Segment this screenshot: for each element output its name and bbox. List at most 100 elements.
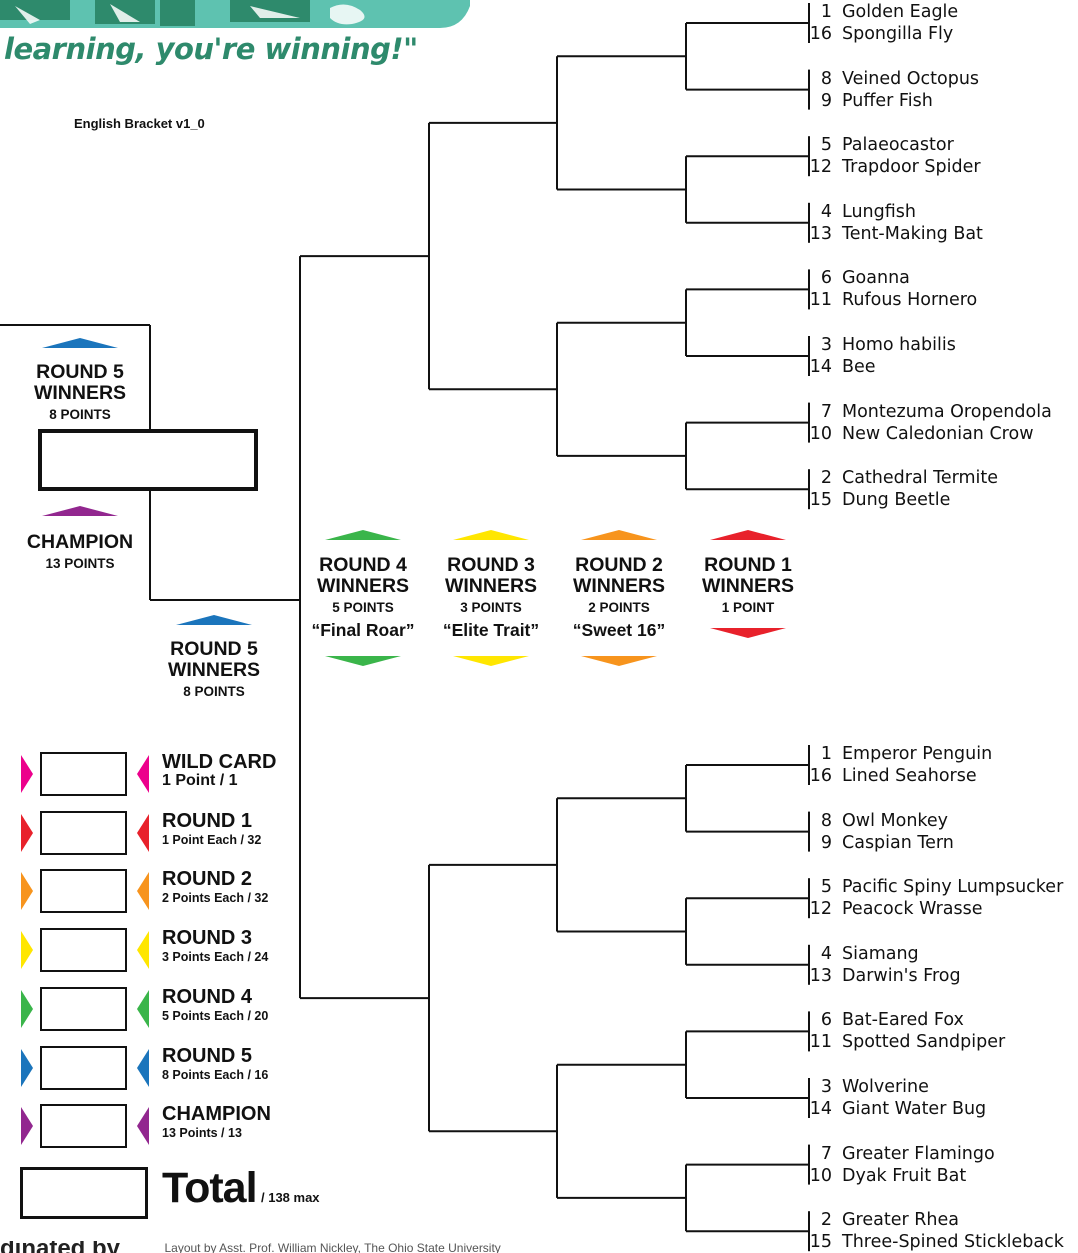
seed-number: 8 <box>820 68 832 89</box>
seed-number: 6 <box>820 1010 832 1031</box>
team-name: Giant Water Bug <box>842 1099 987 1119</box>
score-entry-box[interactable] <box>40 1045 127 1090</box>
score-marker-right-icon <box>137 1048 149 1087</box>
round4-header: ROUND 4 WINNERS 5 POINTS “Final Roar” <box>303 555 423 639</box>
score-label-points: 3 Points Each / 24 <box>162 950 269 965</box>
team-name: Golden Eagle <box>842 2 959 22</box>
total-entry-box[interactable] <box>20 1167 148 1219</box>
team-name: Homo habilis <box>842 335 956 355</box>
score-entry-box[interactable] <box>40 1104 127 1149</box>
team-name: Rufous Hornero <box>842 290 978 311</box>
team-name: Goanna <box>842 268 910 289</box>
round4-marker-top-icon <box>325 530 401 540</box>
round1-marker-top-icon <box>710 530 786 540</box>
seed-number: 3 <box>820 1077 832 1097</box>
score-entry-box[interactable] <box>40 986 127 1031</box>
score-label-title: ROUND 5 <box>162 1044 253 1067</box>
score-marker-right-icon <box>137 931 149 970</box>
score-entry-box[interactable] <box>40 752 127 796</box>
team-name: Darwin's Frog <box>842 965 961 986</box>
team-name: Veined Octopus <box>842 68 980 89</box>
team-name: Siamang <box>842 943 919 964</box>
score-label-points: 5 Points Each / 20 <box>162 1008 269 1023</box>
round3-nickname: “Elite Trait” <box>442 619 540 640</box>
score-entry-box[interactable] <box>40 928 127 973</box>
round5-top-marker-icon <box>42 338 118 348</box>
round1-points: 1 POINT <box>721 600 775 615</box>
team-name: Emperor Penguin <box>842 744 993 764</box>
round3-marker-top-icon <box>453 530 529 540</box>
score-label-points: 1 Point / 1 <box>162 772 238 789</box>
score-marker-right-icon <box>137 755 149 793</box>
round3-points: 3 POINTS <box>460 600 522 615</box>
seed-number: 15 <box>809 1232 832 1253</box>
seed-number: 13 <box>809 965 832 986</box>
round5-top-points: 8 POINTS <box>49 407 111 422</box>
score-label-points: 2 Points Each / 32 <box>162 891 269 906</box>
team-name: Lined Seahorse <box>842 766 977 786</box>
seed-number: 4 <box>820 201 832 222</box>
champion-entry-box[interactable] <box>38 429 258 491</box>
seed-number: 9 <box>820 90 832 111</box>
footer: dinated by Layout by Asst. Prof. William… <box>0 1241 501 1253</box>
total-title: Total <box>162 1164 258 1212</box>
score-marker-left-icon <box>21 1048 33 1087</box>
round4-title1: ROUND 4 <box>319 554 407 576</box>
round2-marker-top-icon <box>581 530 657 540</box>
team-name: Bat-Eared Fox <box>842 1010 964 1031</box>
score-marker-right-icon <box>137 989 149 1028</box>
score-marker-left-icon <box>21 1107 33 1146</box>
round5-bottom-header: ROUND 5 WINNERS 8 POINTS <box>154 639 274 699</box>
seed-number: 12 <box>809 899 832 920</box>
seed-number: 11 <box>809 290 832 311</box>
score-label-title: ROUND 3 <box>162 927 253 950</box>
score-entry-box[interactable] <box>40 869 127 914</box>
round2-nickname: “Sweet 16” <box>572 619 666 640</box>
seed-number: 11 <box>809 1032 832 1053</box>
logo-graphic <box>0 0 470 28</box>
team-name: Greater Flamingo <box>842 1143 995 1164</box>
round4-marker-bottom-icon <box>325 656 401 666</box>
seed-number: 4 <box>820 943 832 964</box>
score-marker-right-icon <box>137 1107 149 1146</box>
seed-entry: 1 Emperor Penguin <box>808 743 992 765</box>
seed-entry: 13 Darwin's Frog <box>808 965 961 987</box>
round1-title2: WINNERS <box>701 575 795 597</box>
seed-entry: 15 Three-Spined Stickleback <box>808 1231 1064 1253</box>
seed-number: 10 <box>809 423 832 444</box>
total-label: Total / 138 max <box>162 1164 320 1213</box>
team-name: Dyak Fruit Bat <box>842 1165 967 1186</box>
seed-number: 2 <box>820 468 832 489</box>
round1-title1: ROUND 1 <box>704 554 792 576</box>
seed-entry: 6 Bat-Eared Fox <box>808 1009 964 1031</box>
team-name: New Caledonian Crow <box>842 423 1034 444</box>
team-name: Three-Spined Stickleback <box>842 1232 1064 1253</box>
round5-top-header: ROUND 5 WINNERS 8 POINTS <box>20 362 140 422</box>
round2-header: ROUND 2 WINNERS 2 POINTS “Sweet 16” <box>559 555 679 639</box>
score-marker-right-icon <box>137 813 149 852</box>
seed-entry: 8 Veined Octopus <box>808 68 979 90</box>
team-name: Trapdoor Spider <box>842 157 981 178</box>
score-entry-box[interactable] <box>40 810 127 855</box>
round5-bottom-title2: WINNERS <box>167 659 261 681</box>
team-name: Lungfish <box>842 201 916 222</box>
team-name: Greater Rhea <box>842 1210 959 1231</box>
seed-number: 1 <box>820 744 832 764</box>
